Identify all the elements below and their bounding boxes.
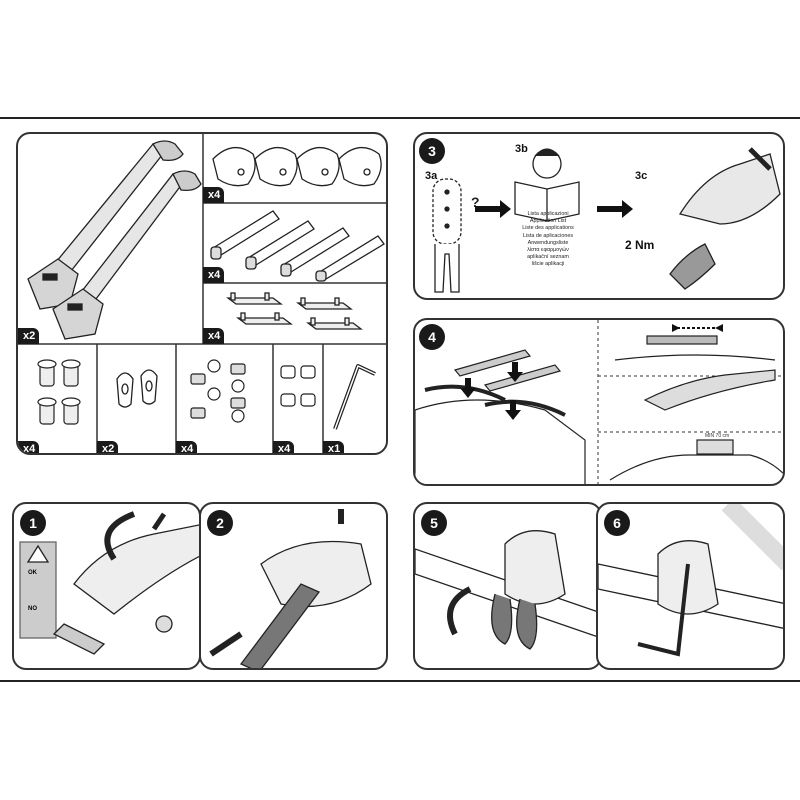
step-2-panel: 2 bbox=[199, 502, 388, 670]
application-list: Lista applicazioni Application List List… bbox=[508, 211, 588, 269]
substep-label: 3a bbox=[425, 170, 438, 182]
step-number: 5 bbox=[421, 510, 447, 536]
applist-line: Application List bbox=[529, 218, 567, 225]
straps-illustration bbox=[210, 210, 385, 282]
qty-badge: x4 bbox=[18, 441, 40, 453]
warning-ok-label: OK bbox=[28, 570, 37, 576]
brackets-cell: x4 bbox=[203, 283, 386, 344]
roof-bars-cell: x2 bbox=[18, 134, 203, 344]
bolts-cell: x4 bbox=[18, 344, 97, 453]
substep-label: 3c bbox=[635, 170, 648, 182]
applist-line: Liste des applications bbox=[522, 225, 574, 232]
bolts-illustration bbox=[37, 359, 81, 425]
step-1-illustration bbox=[19, 511, 199, 655]
nuts-illustration bbox=[280, 365, 316, 407]
applist-line: λίστα εφαρμογών bbox=[527, 247, 569, 254]
applist-line: Lista de aplicaciones bbox=[522, 232, 574, 239]
min-distance-label: MIN 70 cm bbox=[705, 433, 730, 439]
foot-pads-cell: x4 bbox=[203, 134, 386, 203]
applist-line: Anwendungsliste bbox=[527, 239, 569, 246]
applist-line: lišcie aplikacji bbox=[531, 261, 565, 268]
screws-cell: x4 bbox=[176, 344, 273, 453]
qty-badge: x2 bbox=[97, 441, 119, 453]
step-number: 4 bbox=[419, 324, 445, 350]
step-number: 6 bbox=[604, 510, 630, 536]
clips-cell: x2 bbox=[97, 344, 176, 453]
question-mark: ? bbox=[471, 194, 480, 210]
step-2-illustration bbox=[209, 509, 372, 668]
step-4-illustration bbox=[415, 320, 783, 484]
foot-pads-illustration bbox=[212, 147, 382, 187]
screws-illustration bbox=[190, 359, 246, 423]
step-5-illustration bbox=[415, 530, 600, 650]
allen-key-cell: x1 bbox=[323, 344, 386, 453]
step-number: 3 bbox=[419, 138, 445, 164]
substep-label: 3b bbox=[515, 143, 528, 155]
straps-cell: x4 bbox=[203, 203, 386, 283]
torque-value: 2 Nm bbox=[625, 238, 655, 252]
step-number: 2 bbox=[207, 510, 233, 536]
step-3-illustration: ? bbox=[432, 147, 781, 293]
step-3-panel: 3 3a 3b 3c ? 2 bbox=[413, 132, 785, 300]
clips-illustration bbox=[116, 369, 158, 408]
step-1-panel: 1 OK NO bbox=[12, 502, 201, 670]
qty-badge: x2 bbox=[18, 328, 40, 344]
step-5-panel: 5 bbox=[413, 502, 602, 670]
step-number: 1 bbox=[20, 510, 46, 536]
applist-line: aplikační seznam bbox=[527, 254, 569, 261]
step-6-illustration bbox=[598, 504, 783, 657]
nuts-cell: x4 bbox=[273, 344, 323, 453]
brackets-illustration bbox=[226, 292, 363, 330]
qty-badge: x4 bbox=[203, 267, 225, 283]
qty-badge: x1 bbox=[323, 441, 345, 453]
qty-badge: x4 bbox=[273, 441, 295, 453]
qty-badge: x4 bbox=[203, 187, 225, 203]
roof-bars-illustration bbox=[27, 140, 202, 340]
step-6-panel: 6 bbox=[596, 502, 785, 670]
parts-panel: x2 x4 bbox=[16, 132, 388, 455]
warning-no-label: NO bbox=[28, 606, 37, 612]
qty-badge: x4 bbox=[203, 328, 225, 344]
parts-grid-lines bbox=[18, 134, 386, 453]
applist-line: Lista applicazioni bbox=[527, 211, 569, 217]
allen-key-illustration bbox=[333, 364, 376, 430]
step-4-panel: 4 bbox=[413, 318, 785, 486]
instruction-sheet: x2 x4 bbox=[0, 117, 800, 682]
qty-badge: x4 bbox=[176, 441, 198, 453]
